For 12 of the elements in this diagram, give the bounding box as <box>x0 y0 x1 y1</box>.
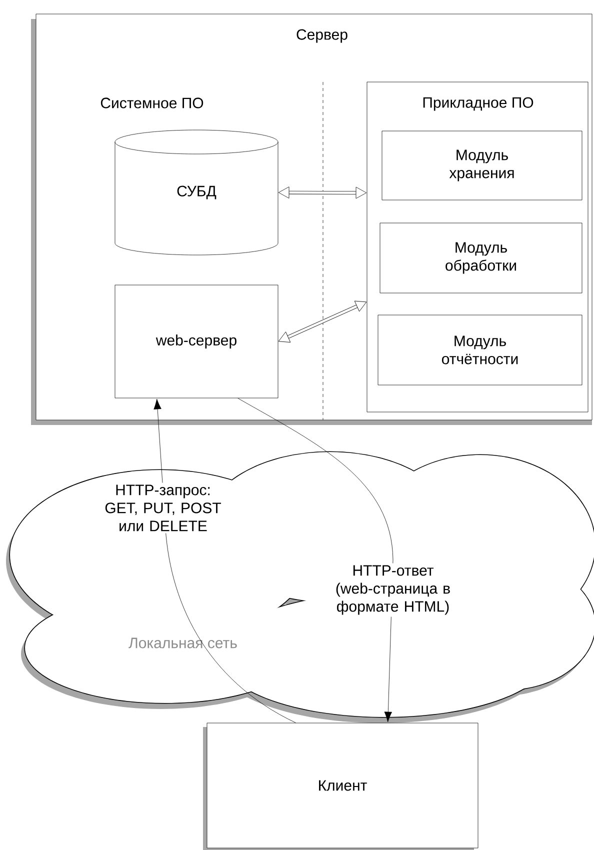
edge-label: HTTP-запрос: GET, PUT, POST или DELETE <box>95 482 231 534</box>
database-cylinder: СУБД <box>114 130 278 256</box>
process-box: Модуль обработки <box>380 222 582 294</box>
process-box: Клиент <box>203 722 478 850</box>
process-box: Модуль хранения <box>382 130 582 200</box>
network-label: Локальная сеть <box>128 638 237 648</box>
section-heading: Системное ПО <box>100 98 204 108</box>
arrow <box>278 186 367 199</box>
process-box: Модуль отчётности <box>378 314 582 386</box>
edge-label: HTTP-ответ (web-страница в формате HTML) <box>332 563 454 617</box>
process-box: web-сервер <box>114 284 278 398</box>
arrow <box>278 300 367 342</box>
